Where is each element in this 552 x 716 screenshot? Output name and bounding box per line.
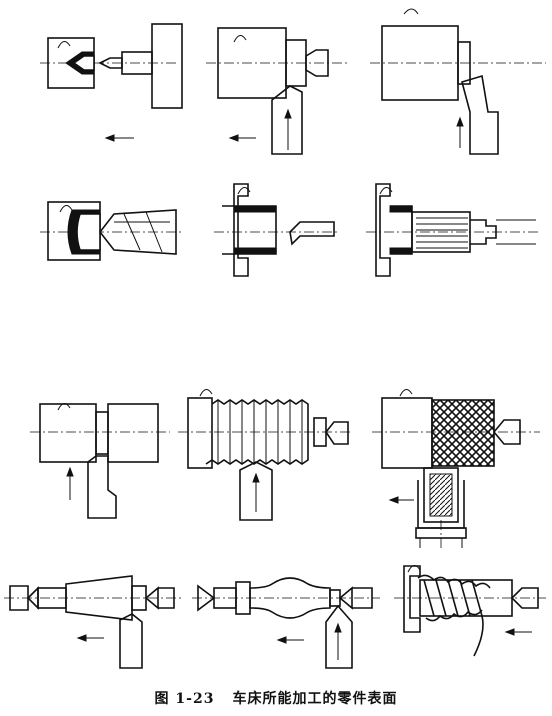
panel-taper-turning xyxy=(4,575,184,669)
panel-reaming xyxy=(366,183,540,277)
taper-icon xyxy=(65,575,133,621)
grooving-tool-icon xyxy=(87,455,117,519)
figure-title: 车床所能加工的零件表面 xyxy=(232,691,398,707)
boring-bar-icon xyxy=(289,221,335,246)
panel-boring xyxy=(214,183,340,277)
panel-coil-winding xyxy=(394,565,546,657)
panel-knurling xyxy=(372,389,540,548)
feed-arrow-icon xyxy=(76,634,104,642)
panel-form-turning xyxy=(192,577,380,669)
turning-tool-icon xyxy=(271,85,303,155)
thread-tool-icon xyxy=(239,461,273,521)
figure-caption: 图 1-23 车床所能加工的零件表面 xyxy=(0,688,552,708)
panel-threading xyxy=(178,389,352,521)
figure-number: 图 1-23 xyxy=(154,691,215,707)
facing-tool-icon xyxy=(461,74,499,155)
panel-outer-turning xyxy=(206,27,350,155)
feed-arrow-icon xyxy=(504,628,532,636)
twist-drill-icon xyxy=(98,209,177,255)
reamer-icon xyxy=(411,211,536,253)
feed-arrow-icon xyxy=(388,496,414,504)
panel-center-drilling xyxy=(40,23,183,142)
feed-arrow-icon xyxy=(104,134,134,142)
spring-coil-icon xyxy=(417,574,491,657)
form-profile-icon xyxy=(249,577,331,619)
panel-drilling xyxy=(40,201,182,261)
panel-grooving xyxy=(30,403,170,519)
panel-facing xyxy=(370,8,546,155)
feed-arrow-icon xyxy=(276,636,304,644)
knurled-surface xyxy=(431,399,495,467)
feed-arrow-icon xyxy=(228,134,256,142)
knurling-wheel-icon xyxy=(415,467,467,548)
